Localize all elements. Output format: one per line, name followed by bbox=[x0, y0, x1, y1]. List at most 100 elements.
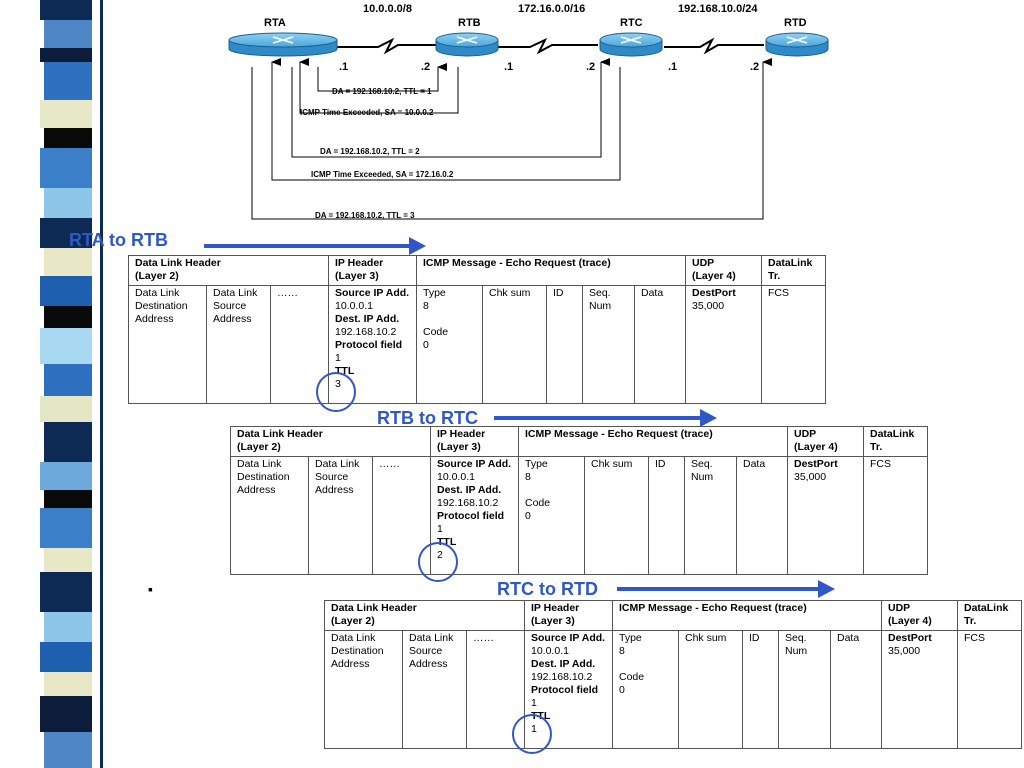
data-cell: Data bbox=[736, 456, 788, 575]
udp-header-cell: UDP (Layer 4) bbox=[881, 600, 958, 631]
dest-port-label: DestPort bbox=[794, 458, 838, 470]
fcs-text: FCS bbox=[964, 632, 985, 644]
fcs-text: FCS bbox=[870, 458, 891, 470]
fcs-text: FCS bbox=[768, 287, 789, 299]
trace-label: DA = 192.168.10.2, TTL = 2 bbox=[320, 147, 420, 156]
icmp-code-value: 0 bbox=[423, 339, 429, 351]
checksum-text: Chk sum bbox=[489, 287, 531, 299]
id-text: ID bbox=[553, 287, 564, 299]
icmp-header-cell: ICMP Message - Echo Request (trace) bbox=[518, 426, 788, 457]
icmp-type-label: Type bbox=[423, 287, 446, 299]
id-cell: ID bbox=[546, 285, 583, 404]
icmp-type-label: Type bbox=[619, 632, 642, 644]
segment-title: RTB to RTC bbox=[377, 408, 478, 428]
serial-link-c-d bbox=[664, 37, 764, 55]
interface-label: .1 bbox=[668, 61, 678, 73]
packet-table: Data Link Header (Layer 2)IP Header (Lay… bbox=[128, 255, 826, 404]
protocol-value: 1 bbox=[531, 697, 537, 709]
dl-header-cell: Data Link Header (Layer 2) bbox=[128, 255, 329, 286]
subnet-label: 10.0.0.0/8 bbox=[363, 3, 412, 15]
protocol-label: Protocol field bbox=[437, 510, 505, 522]
stripe-band bbox=[44, 732, 92, 768]
router-label: RTC bbox=[620, 17, 643, 29]
udp-header-cell: UDP (Layer 4) bbox=[685, 255, 762, 286]
dl-destination-text: Data Link Destination Address bbox=[331, 632, 384, 670]
decorative-stripe bbox=[0, 0, 103, 768]
sequence-cell: Seq. Num bbox=[684, 456, 737, 575]
ip-header-cell: IP Header (Layer 3) bbox=[328, 255, 417, 286]
source-ip-value: 10.0.0.1 bbox=[531, 645, 569, 657]
icmp-type-value: 8 bbox=[423, 300, 429, 312]
icmp-type-label: Type bbox=[525, 458, 548, 470]
id-text: ID bbox=[749, 632, 760, 644]
udp-header-cell: UDP (Layer 4) bbox=[787, 426, 864, 457]
stripe-band bbox=[38, 696, 92, 732]
serial-link-b-c bbox=[498, 37, 598, 55]
dest-port-value: 35,000 bbox=[794, 471, 827, 483]
icmp-code-value: 0 bbox=[619, 684, 625, 696]
fcs-cell: FCS bbox=[863, 456, 928, 575]
stripe-band bbox=[38, 48, 92, 62]
router-icon bbox=[765, 32, 829, 57]
dl-source-cell: Data Link Source Address bbox=[308, 456, 373, 575]
dl-source-cell: Data Link Source Address bbox=[402, 630, 467, 749]
dest-ip-label: Dest. IP Add. bbox=[335, 313, 400, 325]
trace-path-5 bbox=[251, 58, 772, 220]
packet-table: Data Link Header (Layer 2)IP Header (Lay… bbox=[230, 426, 928, 575]
trace-label: DA = 192.168.10.2, TTL = 3 bbox=[315, 211, 415, 220]
stripe-band bbox=[38, 396, 92, 422]
spacer bbox=[423, 313, 478, 326]
id-cell: ID bbox=[648, 456, 685, 575]
stripe-band bbox=[44, 188, 92, 218]
data-text: Data bbox=[837, 632, 860, 644]
icmp-header-cell: ICMP Message - Echo Request (trace) bbox=[612, 600, 882, 631]
fcs-cell: FCS bbox=[957, 630, 1022, 749]
ttl-highlight-circle bbox=[512, 714, 552, 754]
dl-destination-cell: Data Link Destination Address bbox=[324, 630, 403, 749]
icmp-code-label: Code bbox=[423, 326, 449, 338]
checksum-cell: Chk sum bbox=[678, 630, 743, 749]
interface-label: .1 bbox=[504, 61, 514, 73]
checksum-text: Chk sum bbox=[591, 458, 633, 470]
interface-label: .2 bbox=[750, 61, 760, 73]
dl-source-cell: Data Link Source Address bbox=[206, 285, 271, 404]
protocol-value: 1 bbox=[437, 523, 443, 535]
dest-ip-value: 192.168.10.2 bbox=[437, 497, 499, 509]
router-icon bbox=[435, 32, 499, 57]
dest-ip-label: Dest. IP Add. bbox=[437, 484, 502, 496]
interface-label: .2 bbox=[421, 61, 431, 73]
segment-title: RTA to RTB bbox=[69, 230, 168, 250]
stripe-band bbox=[44, 20, 92, 48]
dest-ip-value: 192.168.10.2 bbox=[335, 326, 397, 338]
stripe-band bbox=[38, 276, 92, 306]
dl-source-text: Data Link Source Address bbox=[409, 632, 454, 670]
trace-path-4 bbox=[271, 58, 621, 181]
dl-source-text: Data Link Source Address bbox=[315, 458, 360, 496]
dl-header-cell: Data Link Header (Layer 2) bbox=[230, 426, 431, 457]
interface-label: .1 bbox=[339, 61, 349, 73]
dest-port-label: DestPort bbox=[888, 632, 932, 644]
dltr-header-cell: DataLink Tr. bbox=[863, 426, 928, 457]
router-icon bbox=[228, 32, 338, 57]
stripe-band bbox=[38, 642, 92, 672]
stripe-band bbox=[44, 672, 92, 696]
dl-destination-cell: Data Link Destination Address bbox=[128, 285, 207, 404]
icmp-code-label: Code bbox=[619, 671, 645, 683]
dest-ip-value: 192.168.10.2 bbox=[531, 671, 593, 683]
trace-label: ICMP Time Exceeded, SA = 172.16.0.2 bbox=[311, 170, 454, 179]
packet-table: Data Link Header (Layer 2)IP Header (Lay… bbox=[324, 600, 1022, 749]
data-cell: Data bbox=[830, 630, 882, 749]
checksum-text: Chk sum bbox=[685, 632, 727, 644]
data-cell: Data bbox=[634, 285, 686, 404]
stripe-edge bbox=[0, 0, 40, 768]
icmp-code-value: 0 bbox=[525, 510, 531, 522]
source-ip-label: Source IP Add. bbox=[437, 458, 512, 470]
bullet-icon: ▪ bbox=[148, 581, 153, 597]
stripe-band bbox=[44, 128, 92, 148]
protocol-label: Protocol field bbox=[531, 684, 599, 696]
